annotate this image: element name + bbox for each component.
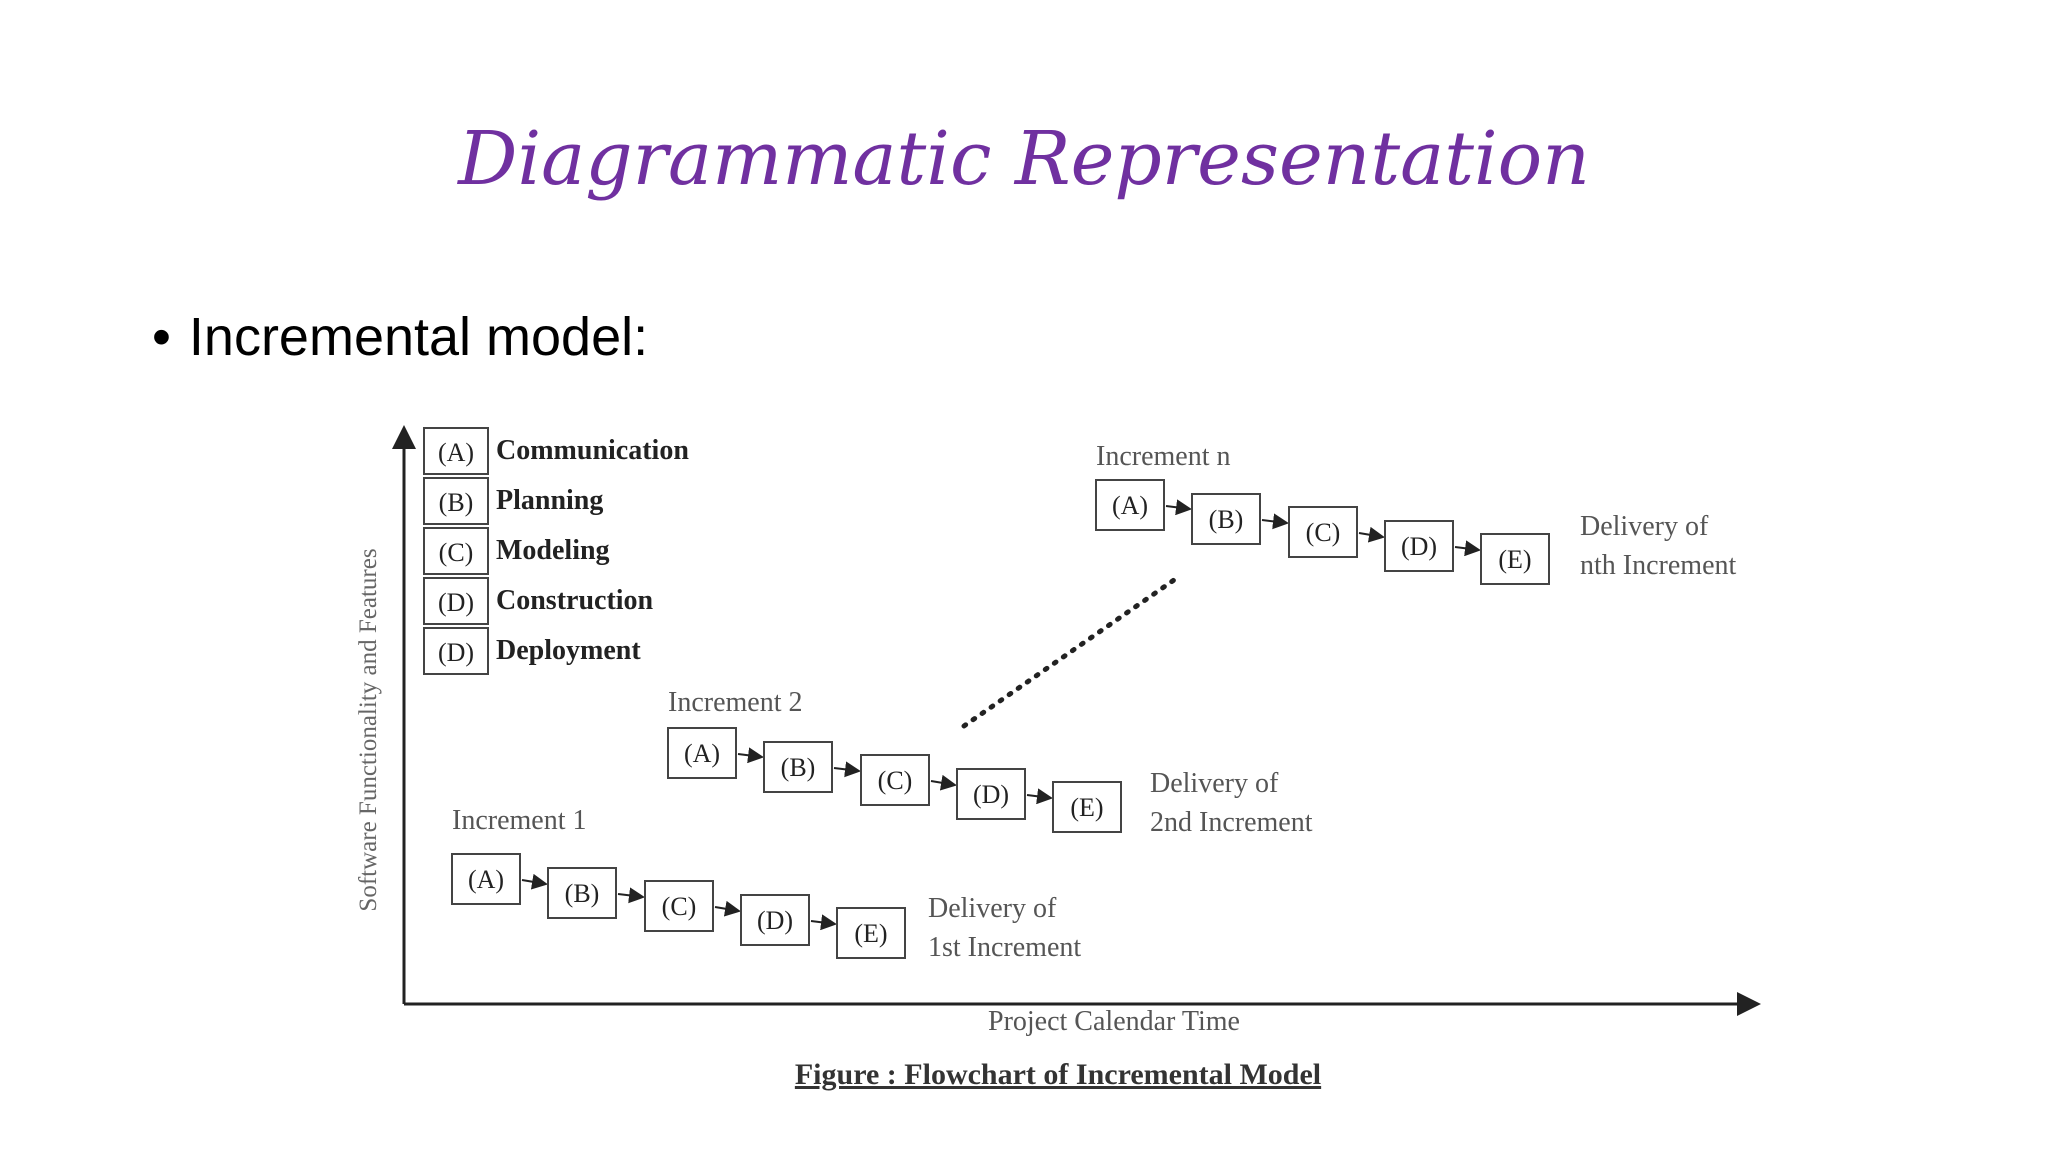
- incremental-model-diagram: Software Functionality and Features Proj…: [355, 425, 1761, 1091]
- legend-code: (D): [438, 638, 474, 667]
- bullet-icon: •: [152, 307, 171, 367]
- stage-box: (E): [1052, 781, 1122, 833]
- stage-box: (B): [547, 867, 617, 919]
- flow-arrow: [617, 887, 645, 904]
- stage-box: (C): [860, 754, 930, 806]
- flow-arrow: [1358, 526, 1385, 543]
- stage-code: (C): [878, 766, 913, 795]
- delivery-label: 1st Increment: [928, 932, 1081, 963]
- legend-label: Communication: [496, 435, 689, 466]
- slide-title: Diagrammatic Representation: [458, 116, 1590, 202]
- x-axis-label: Project Calendar Time: [988, 1006, 1240, 1037]
- y-axis-label: Software Functionality and Features: [355, 548, 382, 911]
- increment-2: Increment 2 (A) (B) (C) (D) (E) Delivery…: [667, 687, 1313, 838]
- delivery-label: Delivery of: [1580, 511, 1709, 542]
- stage-box: (D): [956, 768, 1026, 820]
- increment-1: Increment 1 (A) (B) (C) (D) (E) Delivery…: [451, 805, 1081, 963]
- stage-code: (A): [468, 865, 504, 894]
- stage-box: (A): [451, 853, 521, 905]
- legend-item: (C) Modeling: [423, 527, 610, 575]
- legend-code: (D): [438, 588, 474, 617]
- stage-box: (E): [836, 907, 906, 959]
- delivery-label: Delivery of: [928, 893, 1057, 924]
- flow-arrow: [930, 774, 957, 791]
- bullet-item: • Incremental model:: [152, 310, 648, 364]
- flow-arrow: [1026, 788, 1053, 805]
- legend: (A) Communication (B) Planning (C) Model…: [423, 427, 689, 675]
- legend-item: (D) Construction: [423, 577, 654, 625]
- stage-box: (A): [667, 727, 737, 779]
- stage-box: (B): [763, 741, 833, 793]
- legend-label: Deployment: [496, 635, 641, 666]
- stage-box: (D): [740, 894, 810, 946]
- legend-item: (B) Planning: [423, 477, 603, 525]
- stage-code: (A): [684, 739, 720, 768]
- stage-code: (D): [1401, 532, 1437, 561]
- legend-label: Modeling: [496, 535, 610, 566]
- flow-arrow: [521, 873, 548, 890]
- stage-code: (E): [854, 919, 887, 948]
- delivery-label: nth Increment: [1580, 550, 1736, 581]
- stage-code: (D): [757, 906, 793, 935]
- stage-code: (C): [662, 892, 697, 921]
- flow-arrow: [1454, 540, 1481, 557]
- flow-arrow: [810, 914, 837, 931]
- flow-arrow: [714, 900, 741, 917]
- flow-arrow: [737, 747, 764, 764]
- flow-arrow: [1165, 499, 1192, 516]
- stage-box: (C): [644, 880, 714, 932]
- stage-box: (B): [1191, 493, 1261, 545]
- flow-arrow: [1261, 513, 1289, 530]
- legend-code: (A): [438, 438, 474, 467]
- delivery-label: 2nd Increment: [1150, 807, 1313, 838]
- legend-item: (D) Deployment: [423, 627, 641, 675]
- increment-label: Increment n: [1096, 441, 1231, 472]
- legend-code: (B): [439, 488, 474, 517]
- stage-box: (A): [1095, 479, 1165, 531]
- dotted-progression-line: [961, 577, 1177, 729]
- flow-arrow: [833, 761, 861, 778]
- legend-code: (C): [439, 538, 474, 567]
- increment-label: Increment 1: [452, 805, 587, 836]
- legend-item: (A) Communication: [423, 427, 689, 475]
- stage-code: (E): [1498, 545, 1531, 574]
- stage-code: (B): [565, 879, 600, 908]
- stage-code: (A): [1112, 491, 1148, 520]
- legend-label: Construction: [496, 585, 654, 616]
- bullet-text: Incremental model:: [188, 307, 649, 367]
- stage-code: (B): [781, 753, 816, 782]
- increment-n: Increment n (A) (B) (C) (D) (E) Delivery…: [1095, 441, 1736, 585]
- delivery-label: Delivery of: [1150, 768, 1279, 799]
- stage-code: (D): [973, 780, 1009, 809]
- stage-box: (E): [1480, 533, 1550, 585]
- stage-code: (C): [1306, 518, 1341, 547]
- stage-code: (E): [1070, 793, 1103, 822]
- increment-label: Increment 2: [668, 687, 803, 718]
- stage-box: (D): [1384, 520, 1454, 572]
- legend-label: Planning: [496, 485, 603, 516]
- stage-box: (C): [1288, 506, 1358, 558]
- figure-caption: Figure : Flowchart of Incremental Model: [795, 1058, 1321, 1091]
- stage-code: (B): [1209, 505, 1244, 534]
